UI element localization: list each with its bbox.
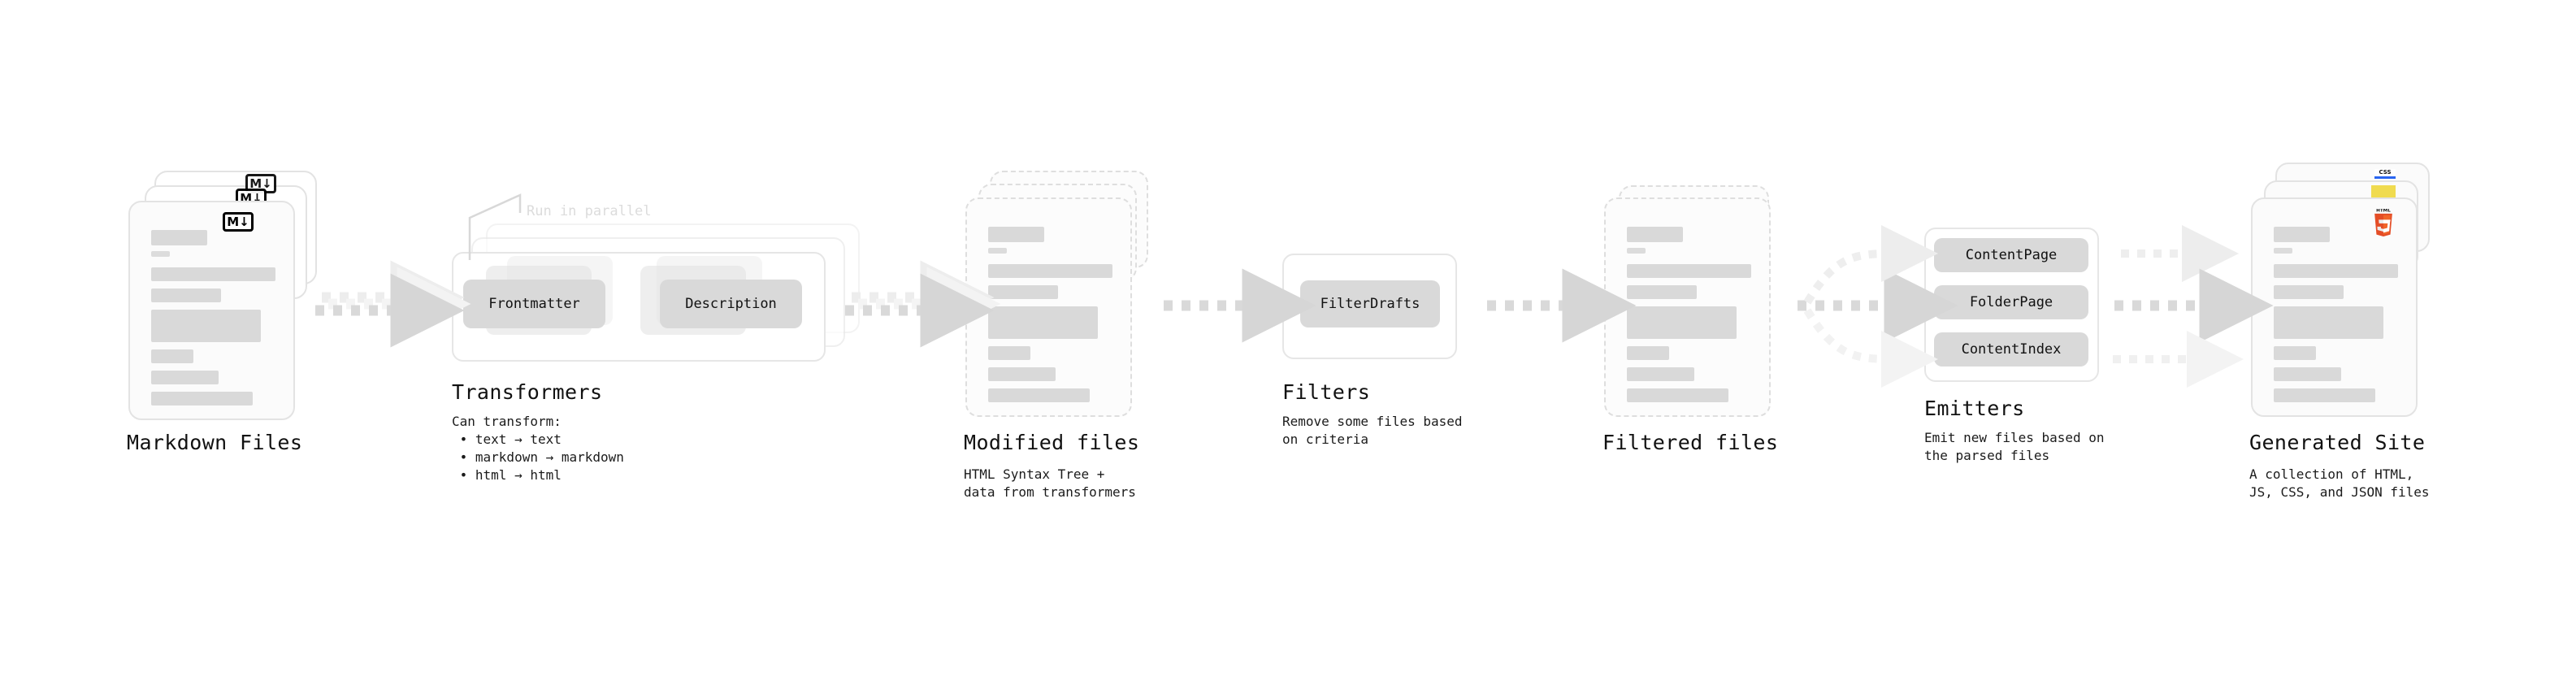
contentindex-pill-label: ContentIndex xyxy=(1961,341,2062,358)
contentpage-pill-label: ContentPage xyxy=(1965,247,2058,263)
frontmatter-pill[interactable]: Frontmatter xyxy=(463,280,605,328)
transformers-title: Transformers xyxy=(452,380,603,404)
modified-files-title: Modified files xyxy=(964,431,1140,454)
connector-markdown-to-transformers xyxy=(315,260,471,348)
site-placeholder-bars xyxy=(2274,227,2398,410)
filtered-card-front xyxy=(1604,197,1771,417)
emitters-title: Emitters xyxy=(1924,397,2025,420)
filtered-files-title: Filtered files xyxy=(1602,431,1779,454)
markdown-placeholder-bars xyxy=(151,230,275,413)
transformers-subtitle: Can transform: • text → text • markdown … xyxy=(452,414,624,483)
description-pill-label: Description xyxy=(685,296,777,312)
filterdrafts-pill-label: FilterDrafts xyxy=(1320,296,1420,312)
svg-text:HTML: HTML xyxy=(2376,209,2391,214)
markdown-files-title: Markdown Files xyxy=(127,431,303,454)
contentindex-pill[interactable]: ContentIndex xyxy=(1934,332,2088,367)
filters-title: Filters xyxy=(1282,380,1371,404)
emitters-subtitle: Emit new files based on the parsed files xyxy=(1924,430,2105,463)
site-card-front: HTML xyxy=(2251,197,2418,417)
filters-subtitle: Remove some files based on criteria xyxy=(1282,414,1463,447)
connector-filtered-to-emitters xyxy=(1798,225,1958,388)
run-in-parallel-label: Run in parallel xyxy=(527,203,652,219)
markdown-badge-front: M↓ xyxy=(223,212,254,232)
modified-card-front xyxy=(965,197,1132,417)
filtered-placeholder-bars xyxy=(1627,227,1751,410)
css-icon: CSS xyxy=(2374,169,2396,179)
markdown-card-front: M↓ xyxy=(128,201,295,420)
folderpage-pill[interactable]: FolderPage xyxy=(1934,285,2088,319)
generated-site-subtitle: A collection of HTML, JS, CSS, and JSON … xyxy=(2249,466,2430,500)
generated-site-title: Generated Site xyxy=(2249,431,2426,454)
modified-files-subtitle: HTML Syntax Tree + data from transformer… xyxy=(964,466,1136,500)
contentpage-pill[interactable]: ContentPage xyxy=(1934,238,2088,272)
folderpage-pill-label: FolderPage xyxy=(1969,294,2053,310)
description-pill[interactable]: Description xyxy=(660,280,802,328)
filterdrafts-pill[interactable]: FilterDrafts xyxy=(1300,280,1440,327)
modified-placeholder-bars xyxy=(988,227,1112,410)
connector-transformers-to-modified xyxy=(845,260,1001,348)
html5-icon: HTML xyxy=(2374,209,2392,236)
frontmatter-pill-label: Frontmatter xyxy=(488,296,580,312)
connector-emitters-to-site xyxy=(2113,225,2274,388)
